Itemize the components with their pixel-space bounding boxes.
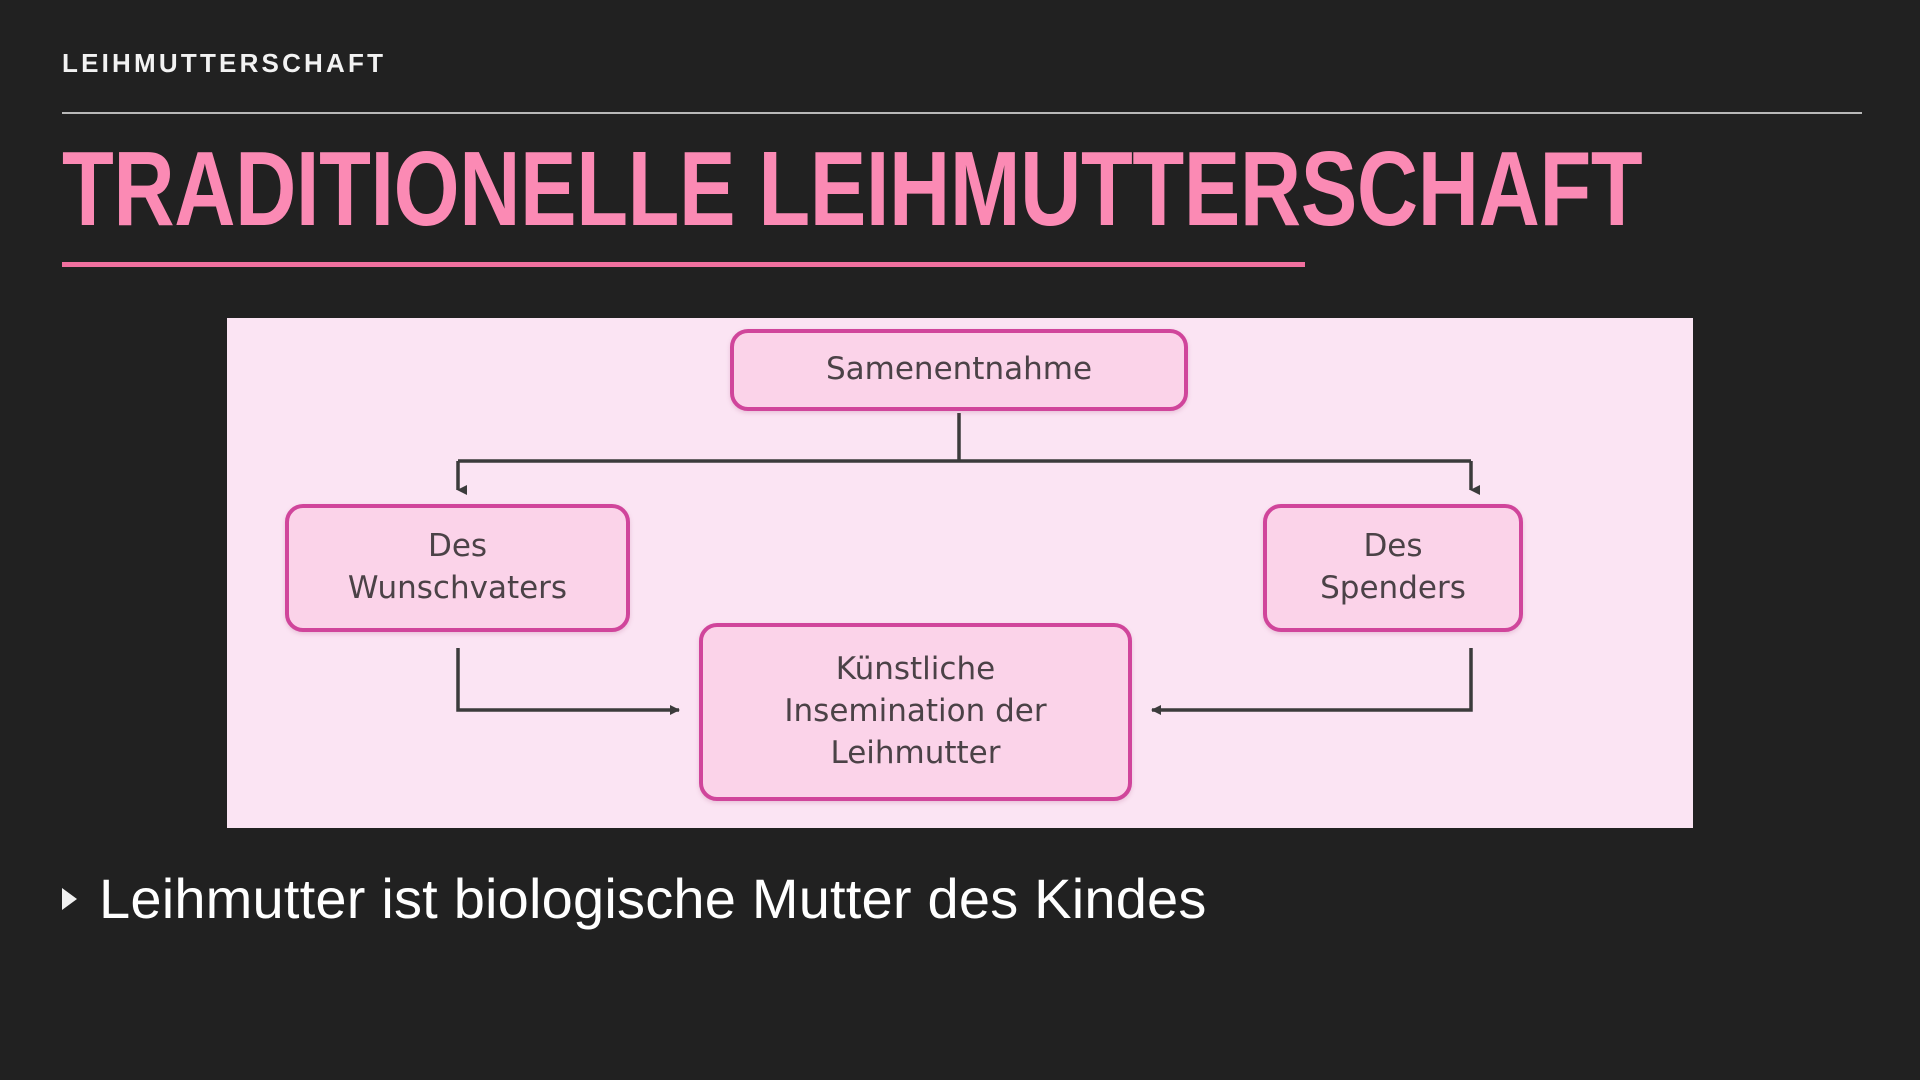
page-title-wrapper: TRADITIONELLE LEIHMUTTERSCHAFT xyxy=(62,130,1643,267)
triangle-bullet-icon xyxy=(62,887,77,910)
diagram-node-left-line2: Wunschvaters xyxy=(347,570,568,606)
diagram-node-spender[interactable]: Des Spenders xyxy=(1263,504,1523,632)
diagram-node-center-line3: Leihmutter xyxy=(830,734,1001,771)
diagram-node-center-line1: Künstliche xyxy=(835,651,996,688)
page-title: TRADITIONELLE LEIHMUTTERSCHAFT xyxy=(62,130,1643,248)
diagram-node-right-line1: Des xyxy=(1363,528,1423,565)
diagram-node-left-line1: Des xyxy=(427,528,488,565)
bullet-item-label: Leihmutter ist biologische Mutter des Ki… xyxy=(99,867,1207,930)
diagram-panel: Samenentnahme Des Wunschvaters Des Spend… xyxy=(227,318,1693,828)
diagram-node-center-label: Künstliche Insemination der Leihmutter xyxy=(784,649,1046,775)
diagram-node-right-line2: Spenders xyxy=(1320,570,1466,606)
slide-kicker: LEIHMUTTERSCHAFT xyxy=(62,48,387,78)
diagram-node-right-label: Des Spenders xyxy=(1320,526,1466,610)
diagram-node-wunschvater[interactable]: Des Wunschvaters xyxy=(285,504,630,632)
diagram-node-insemination[interactable]: Künstliche Insemination der Leihmutter xyxy=(699,623,1132,801)
diagram-node-samenentnahme[interactable]: Samenentnahme xyxy=(730,329,1188,411)
kicker-divider xyxy=(62,112,1862,114)
bullet-list-item: Leihmutter ist biologische Mutter des Ki… xyxy=(62,866,1207,931)
diagram-node-left-label: Des Wunschvaters xyxy=(348,526,567,610)
diagram-node-center-line2: Insemination der xyxy=(784,693,1047,730)
diagram-connectors xyxy=(456,413,1480,715)
title-underline xyxy=(62,262,1305,267)
diagram-node-top-label: Samenentnahme xyxy=(825,351,1093,388)
